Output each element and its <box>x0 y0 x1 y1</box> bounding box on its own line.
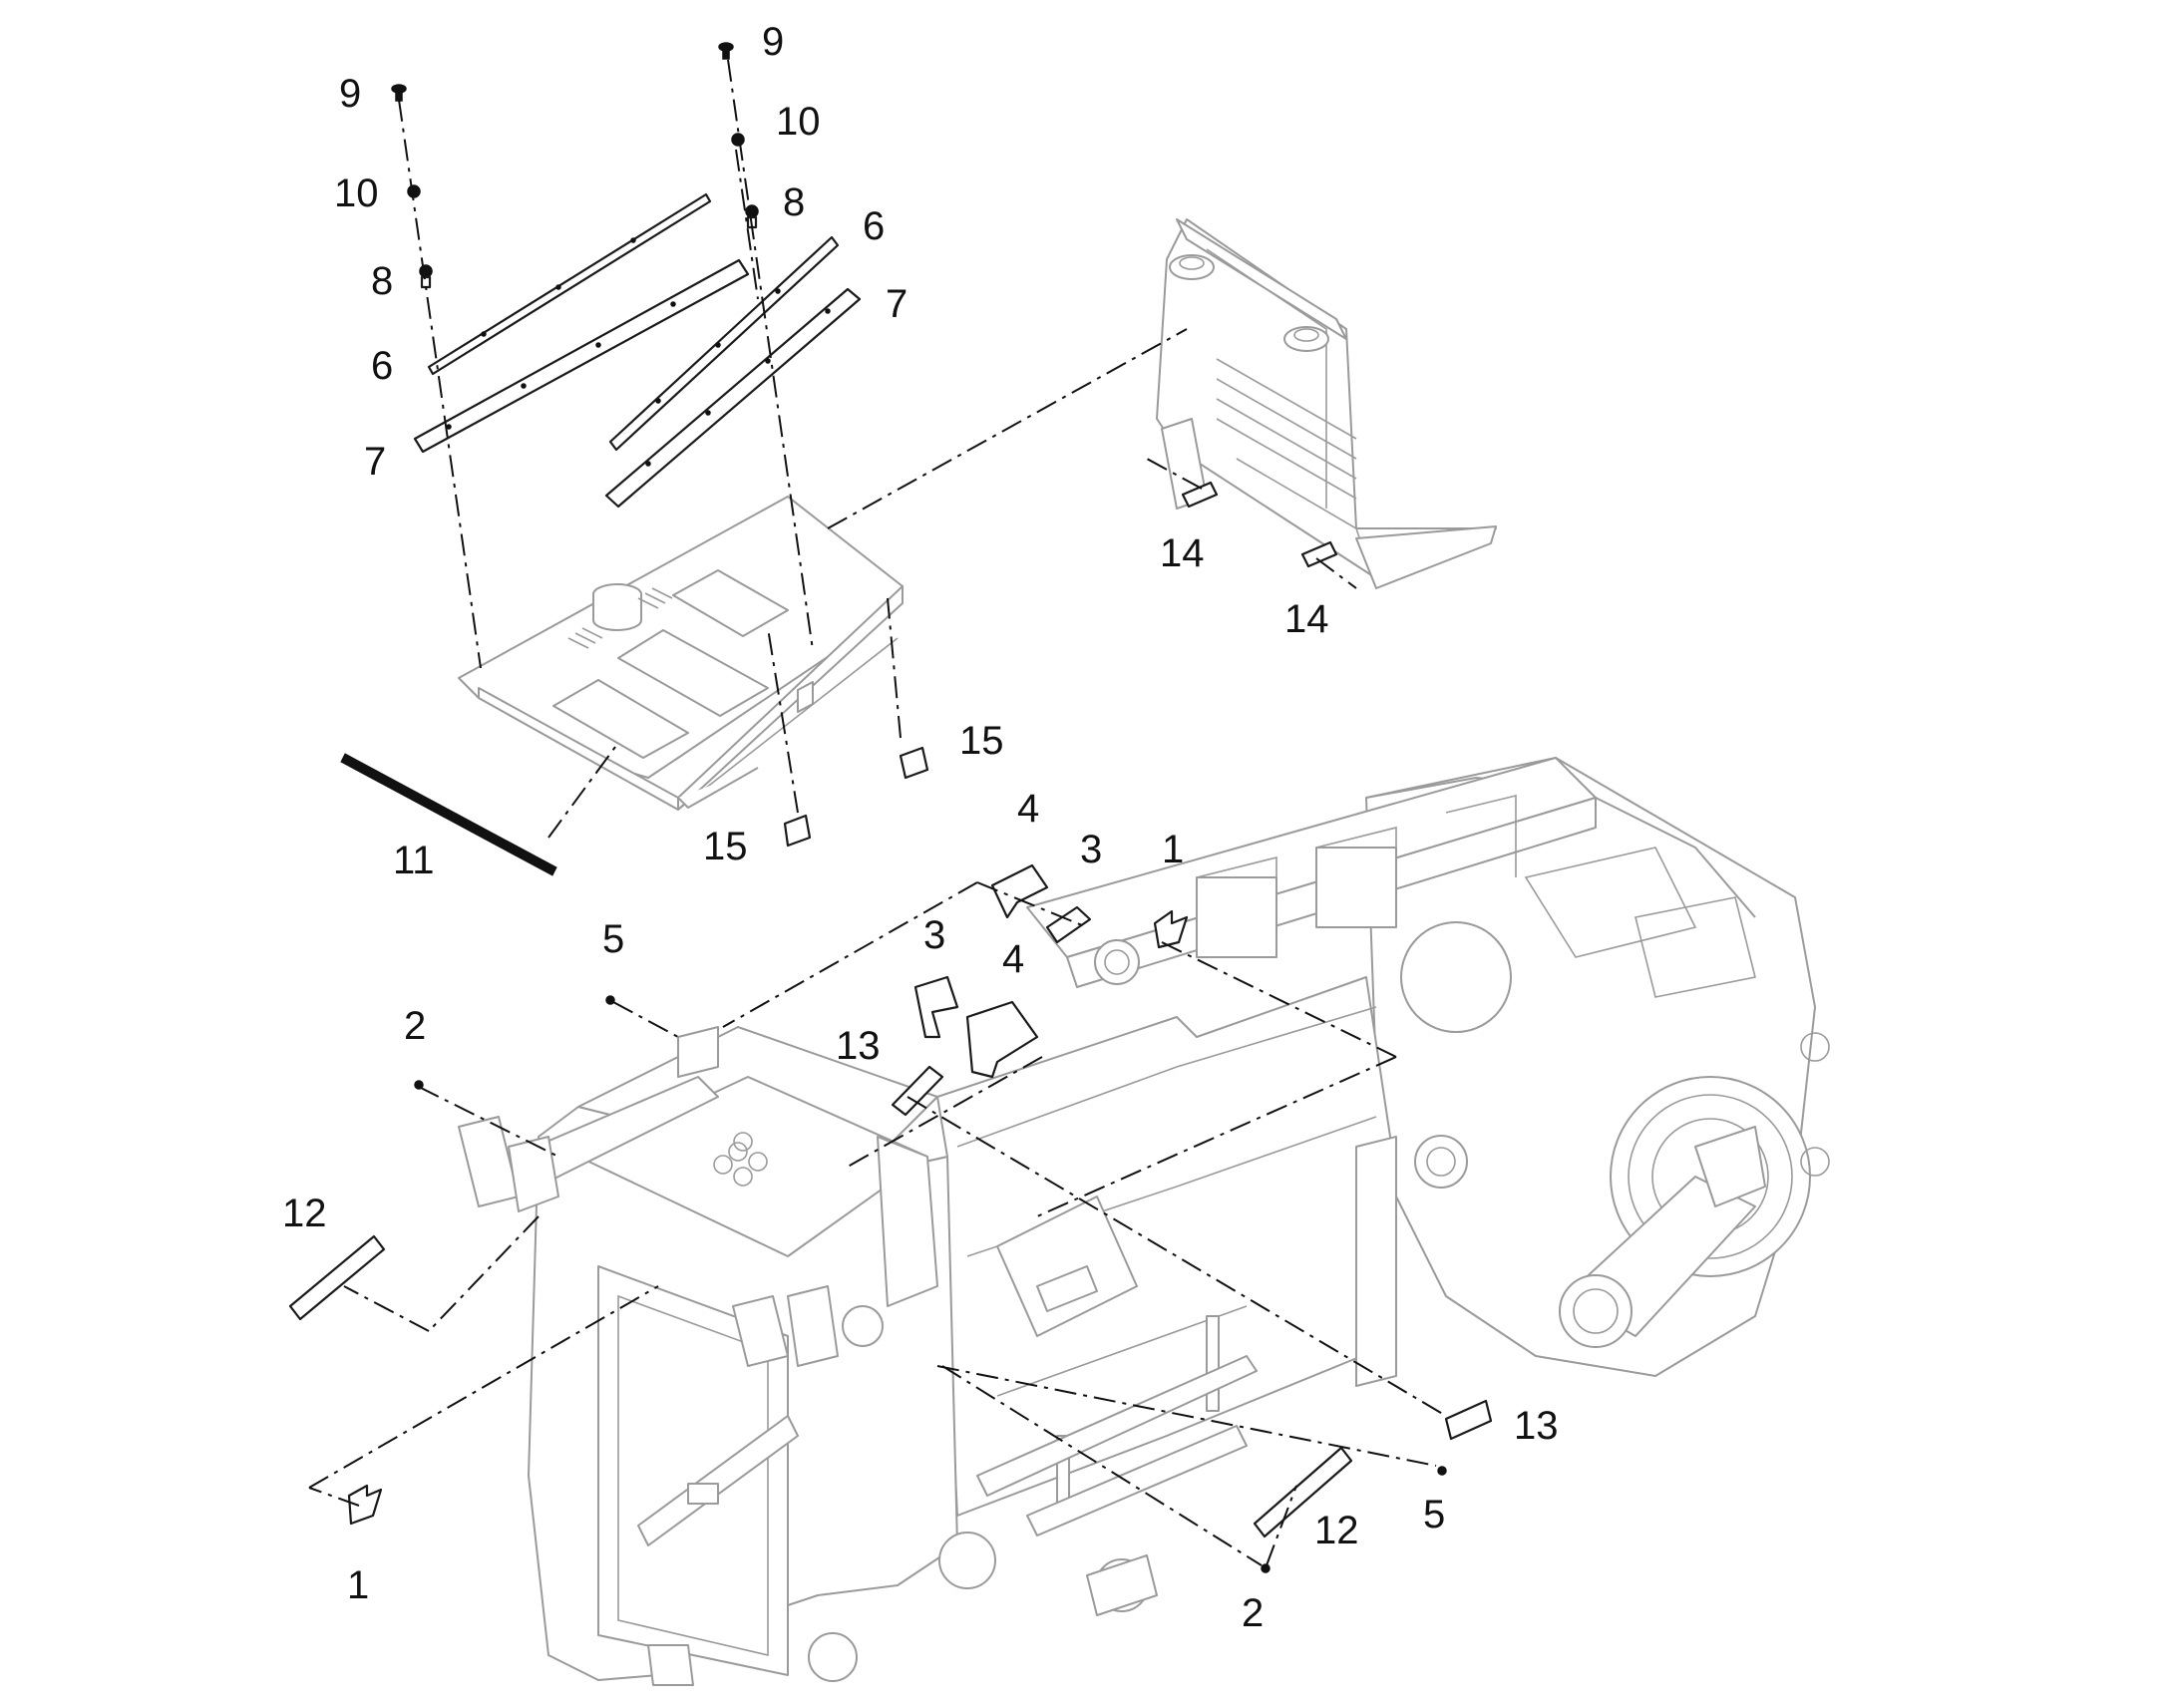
callout-labels: 9 9 10 10 8 8 6 6 7 7 14 14 15 15 11 4 4… <box>282 20 1559 1635</box>
callout-8: 8 <box>783 180 805 224</box>
callout-15: 15 <box>959 719 1004 763</box>
main-frame <box>458 757 1830 1686</box>
callout-4: 4 <box>1002 937 1024 981</box>
callout-11: 11 <box>393 839 435 882</box>
bracket-3-lower <box>913 975 959 1039</box>
strip-11 <box>340 753 557 876</box>
callout-14: 14 <box>1284 597 1329 641</box>
callout-2: 2 <box>404 1004 426 1048</box>
block-14-upper <box>1181 481 1219 509</box>
callout-1: 1 <box>1162 828 1184 871</box>
callout-9: 9 <box>339 72 361 116</box>
strip-7-left <box>413 258 750 454</box>
callout-14: 14 <box>1160 531 1205 575</box>
callout-7: 7 <box>886 282 908 326</box>
bar-12-left <box>288 1234 386 1321</box>
bushing-15-left <box>783 814 812 848</box>
callout-7: 7 <box>364 440 386 484</box>
block-13-upper <box>891 1065 944 1117</box>
callout-6: 6 <box>371 344 393 388</box>
callout-10: 10 <box>776 100 821 144</box>
block-14-lower <box>1300 540 1338 568</box>
plate-1-left <box>347 1484 383 1526</box>
bracket-3-upper <box>1045 905 1092 944</box>
bar-12-right <box>1253 1446 1353 1538</box>
callout-5: 5 <box>1423 1493 1445 1537</box>
callout-12: 12 <box>282 1192 327 1235</box>
bracket-4-upper <box>990 863 1049 919</box>
callout-13: 13 <box>1514 1404 1559 1448</box>
screw-5-lower <box>1437 1466 1447 1476</box>
bushing-15-right <box>899 746 929 780</box>
rear-upright-panel <box>1156 218 1497 589</box>
callout-5: 5 <box>602 917 624 961</box>
callout-6: 6 <box>863 204 885 248</box>
callout-13: 13 <box>836 1024 881 1068</box>
strip-7-right <box>604 287 862 509</box>
callout-3: 3 <box>923 913 945 957</box>
callout-1: 1 <box>347 1563 369 1607</box>
callout-3: 3 <box>1080 828 1102 871</box>
top-cover-plate <box>458 496 904 811</box>
callout-12: 12 <box>1314 1509 1359 1552</box>
fastener-stack-right <box>718 42 759 229</box>
callout-9: 9 <box>762 20 784 64</box>
strip-6-right <box>608 235 840 452</box>
screw-5-upper <box>605 995 615 1005</box>
strip-6-left <box>427 192 712 376</box>
callout-15: 15 <box>703 825 748 868</box>
callout-2: 2 <box>1242 1591 1264 1635</box>
bracket-4-lower <box>965 1000 1039 1079</box>
plate-1-right <box>1153 909 1189 949</box>
callout-10: 10 <box>334 171 379 215</box>
callout-8: 8 <box>371 259 393 303</box>
callout-4: 4 <box>1017 787 1039 831</box>
screw-2-lower <box>1261 1563 1271 1573</box>
assembly-lines <box>308 59 1447 1566</box>
block-13-lower <box>1444 1399 1493 1441</box>
